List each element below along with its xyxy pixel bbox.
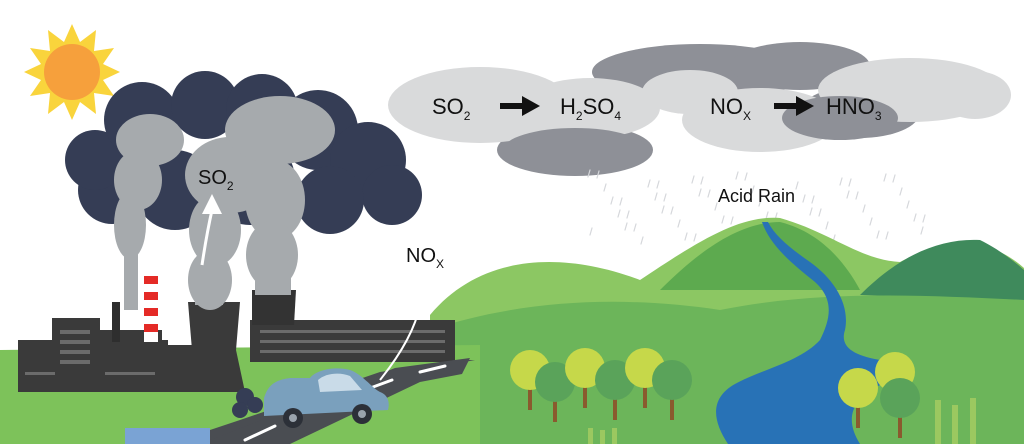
so2-smoke-label: SO2 xyxy=(198,167,234,193)
water-strip xyxy=(125,428,210,444)
acid-rain-label: Acid Rain xyxy=(718,186,795,206)
h2so4-label: H2SO4 xyxy=(560,94,621,123)
so2-cloud-label: SO2 xyxy=(432,94,471,123)
nox-car-label: NOX xyxy=(406,245,444,271)
tree-icon xyxy=(595,360,635,420)
arrow-up-icon xyxy=(200,194,222,266)
arrow-right-icon xyxy=(500,96,540,116)
sky-cloud-light xyxy=(388,58,1011,152)
tree-icon xyxy=(535,362,575,422)
arrow-right-icon xyxy=(774,96,814,116)
exhaust-smoke xyxy=(232,388,263,418)
tree-icon xyxy=(565,348,605,408)
tree-icon xyxy=(510,348,920,438)
sun-icon xyxy=(24,24,120,120)
nox-cloud-label: NOX xyxy=(710,94,751,123)
corn-plants xyxy=(588,398,976,444)
exhaust-line xyxy=(379,304,421,381)
factory-icon xyxy=(18,276,455,392)
hno3-label: HNO3 xyxy=(826,94,882,123)
smoke xyxy=(114,96,335,310)
tree-icon xyxy=(880,378,920,438)
car-icon xyxy=(264,368,389,428)
tree-icon xyxy=(652,360,692,420)
tree-icon xyxy=(838,368,878,428)
